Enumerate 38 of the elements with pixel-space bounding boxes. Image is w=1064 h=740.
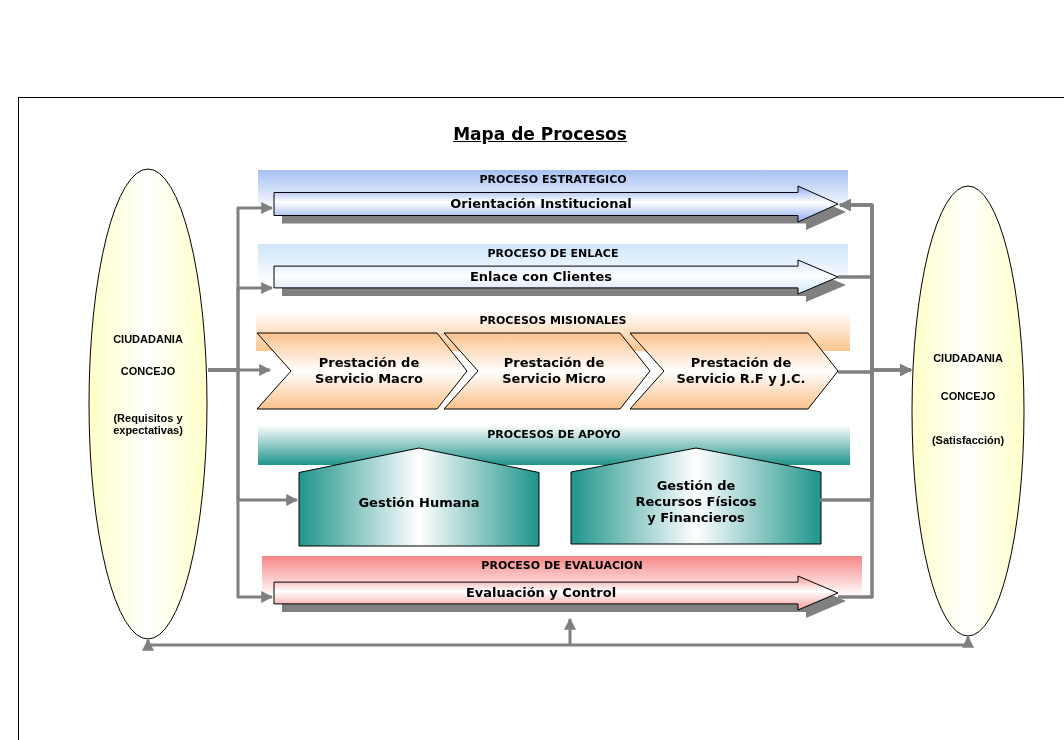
stakeholder-label: (Requisitos y expectativas) <box>112 412 184 436</box>
process-label: Orientación Institucional <box>450 196 632 212</box>
connector-arrow <box>570 635 974 648</box>
chevron-step <box>630 333 840 409</box>
process-label: Prestación de Servicio Micro <box>501 355 607 387</box>
connector-arrow <box>564 617 576 647</box>
stakeholder-label: (Satisfacción) <box>930 434 1006 446</box>
chevron-step <box>257 333 469 409</box>
support-house <box>299 448 539 546</box>
connector-arrow <box>142 638 570 651</box>
connector-arrow <box>838 364 913 599</box>
process-banner <box>274 576 848 618</box>
chevron-step <box>444 333 652 409</box>
section-heading: PROCESO DE EVALUACION <box>480 559 644 572</box>
process-band <box>262 556 862 618</box>
section-heading: PROCESO ESTRATEGICO <box>478 173 628 186</box>
diagram-title: Mapa de Procesos <box>452 124 628 144</box>
stakeholder-label: CIUDADANIA <box>932 352 1004 364</box>
process-label: Evaluación y Control <box>465 585 617 601</box>
process-label: Gestión de Recursos Físicos y Financieros <box>634 477 758 526</box>
section-heading: PROCESO DE ENLACE <box>486 247 620 260</box>
section-heading: PROCESOS MISIONALES <box>478 314 628 327</box>
stakeholder-label: CONCEJO <box>119 365 177 377</box>
process-banner <box>274 186 848 230</box>
section-heading: PROCESOS DE APOYO <box>486 428 622 441</box>
stakeholder-ellipse <box>88 168 208 640</box>
process-label: Gestión Humana <box>358 494 480 511</box>
process-band <box>258 170 848 230</box>
process-label: Prestación de Servicio Macro <box>314 355 424 387</box>
process-label: Enlace con Clientes <box>469 269 613 285</box>
process-band <box>256 311 850 411</box>
support-house <box>571 448 821 544</box>
process-banner <box>274 260 848 302</box>
stakeholder-ellipse <box>911 185 1025 637</box>
process-label: Prestación de Servicio R.F y J.C. <box>675 355 807 387</box>
stakeholder-label: CONCEJO <box>939 390 997 402</box>
process-band <box>258 244 848 302</box>
stakeholder-label: CIUDADANIA <box>112 333 184 345</box>
